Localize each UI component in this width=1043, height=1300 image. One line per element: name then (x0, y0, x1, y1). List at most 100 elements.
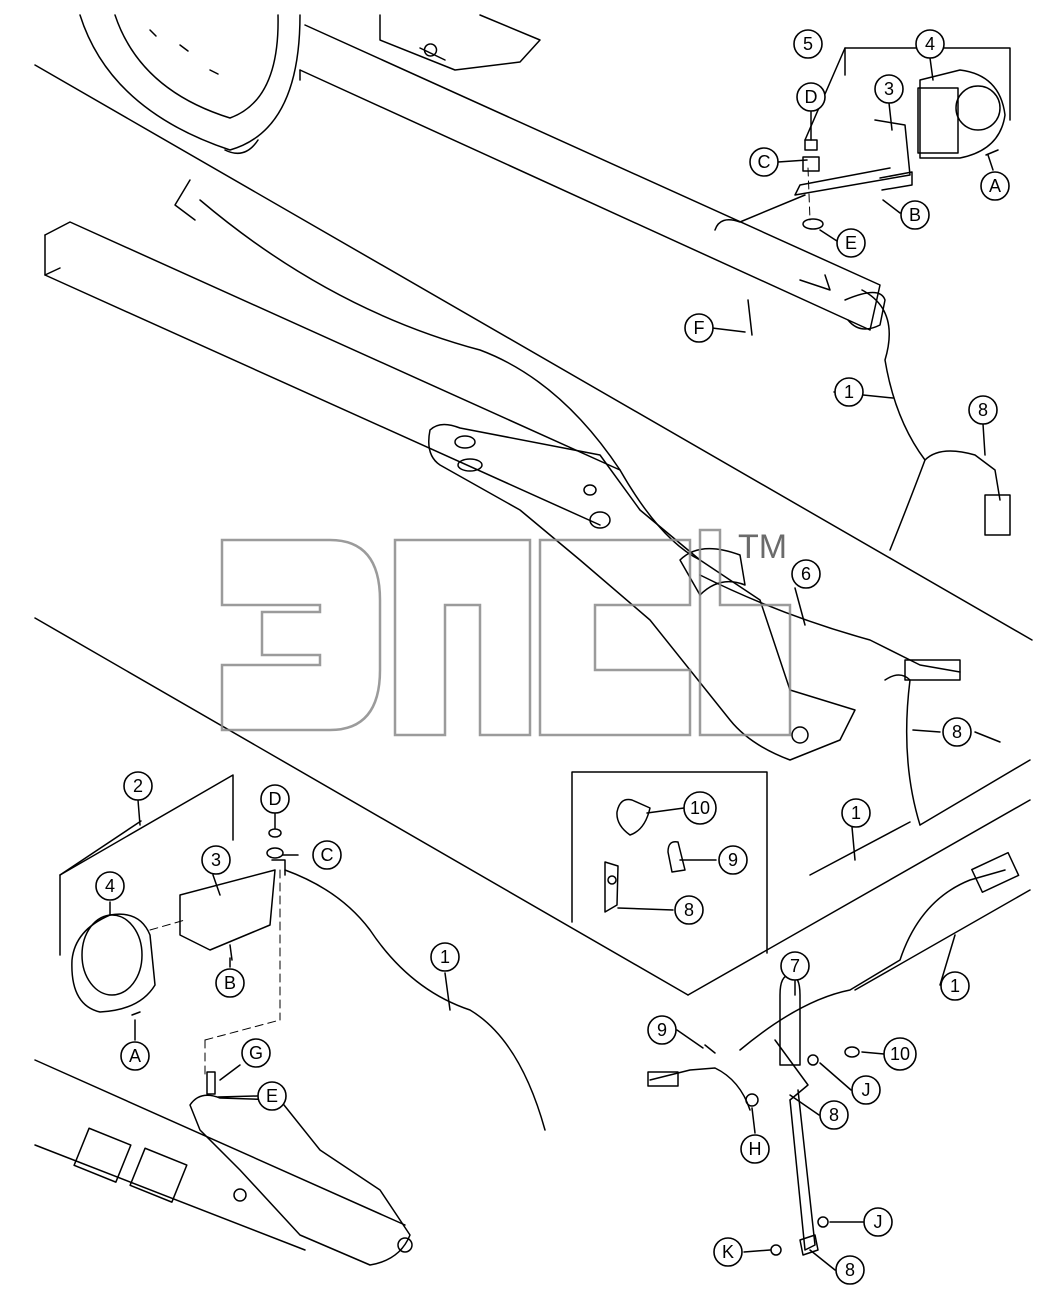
callout-E: E (836, 228, 866, 258)
svg-text:C: C (758, 152, 771, 172)
callout-C: C (749, 147, 779, 177)
svg-text:8: 8 (684, 900, 694, 920)
watermark-letter-2 (393, 538, 532, 737)
svg-text:K: K (722, 1242, 734, 1262)
svg-text:8: 8 (845, 1260, 855, 1280)
callout-1: 1 (430, 942, 460, 972)
svg-text:9: 9 (728, 850, 738, 870)
arm-assembly-drawing (428, 423, 856, 761)
svg-text:J: J (874, 1212, 883, 1232)
svg-text:1: 1 (844, 382, 854, 402)
wire-harness-lower (647, 821, 1031, 1256)
callout-10: 10 (883, 1037, 917, 1071)
watermark-letter-4 (698, 528, 792, 737)
svg-text:3: 3 (211, 850, 221, 870)
callout-C: C (312, 840, 342, 870)
watermark (220, 528, 792, 737)
svg-text:G: G (249, 1043, 263, 1063)
watermark-letter-3 (538, 538, 692, 737)
wire-harness-upper (174, 179, 1031, 826)
svg-text:8: 8 (978, 400, 988, 420)
svg-text:C: C (321, 845, 334, 865)
callout-D: D (260, 784, 290, 814)
callout-8: 8 (968, 395, 998, 425)
callout-2: 2 (123, 771, 153, 801)
inset-box-clips (571, 771, 768, 954)
lamp-assembly-lower (59, 774, 546, 1131)
svg-text:3: 3 (884, 79, 894, 99)
callout-9: 9 (647, 1015, 677, 1045)
svg-text:J: J (862, 1080, 871, 1100)
svg-text:9: 9 (657, 1020, 667, 1040)
dashed-guides (149, 167, 811, 1076)
callout-5: 5 (793, 29, 823, 59)
callout-10: 10 (683, 791, 717, 825)
svg-text:E: E (845, 233, 857, 253)
callout-8: 8 (835, 1255, 865, 1285)
top-mount-pin (419, 43, 446, 61)
callout-1: 1 (834, 377, 864, 407)
svg-text:H: H (749, 1139, 762, 1159)
svg-text:E: E (266, 1086, 278, 1106)
svg-text:8: 8 (952, 722, 962, 742)
svg-text:6: 6 (801, 564, 811, 584)
callout-H: H (740, 1134, 770, 1164)
svg-text:10: 10 (690, 798, 710, 818)
wheel-drawing (79, 14, 301, 155)
callout-7: 7 (780, 951, 810, 981)
callout-J: J (851, 1075, 881, 1105)
callout-F: F (684, 313, 714, 343)
callout-6: 6 (791, 559, 821, 589)
svg-text:4: 4 (105, 876, 115, 896)
callout-A: A (980, 171, 1010, 201)
svg-text:B: B (909, 205, 921, 225)
svg-text:D: D (269, 789, 282, 809)
svg-text:D: D (805, 87, 818, 107)
callout-8: 8 (674, 895, 704, 925)
watermark-trademark: TM (738, 528, 787, 566)
svg-text:5: 5 (803, 34, 813, 54)
svg-text:A: A (989, 176, 1001, 196)
callout-labels: 5 4 3 D C A B E F 1 8 6 8 1 10 9 8 2 D 3… (95, 29, 1010, 1285)
callout-B: B (215, 968, 245, 998)
callout-4: 4 (95, 871, 125, 901)
svg-text:F: F (694, 318, 705, 338)
section-divider-right (687, 799, 1031, 996)
top-mount-plate (379, 14, 541, 71)
callout-1: 1 (841, 798, 871, 828)
clip-parts-drawing (604, 798, 686, 913)
callout-J: J (863, 1207, 893, 1237)
callout-A: A (120, 1041, 150, 1071)
lower-frame-drawing (34, 1059, 413, 1266)
callout-G: G (241, 1038, 271, 1068)
callout-1: 1 (940, 971, 970, 1001)
upper-beam-drawing (299, 24, 886, 331)
callout-3: 3 (201, 845, 231, 875)
svg-text:1: 1 (950, 976, 960, 996)
section-divider-lower (34, 617, 689, 996)
callout-K: K (713, 1237, 743, 1267)
svg-text:1: 1 (851, 803, 861, 823)
watermark-letter-1 (220, 538, 382, 732)
callout-D: D (796, 82, 826, 112)
leader-lines (59, 57, 1001, 1271)
callout-B: B (900, 200, 930, 230)
svg-text:1: 1 (440, 947, 450, 967)
callout-3: 3 (874, 74, 904, 104)
callout-4: 4 (915, 29, 945, 59)
svg-text:2: 2 (133, 776, 143, 796)
svg-text:7: 7 (790, 956, 800, 976)
callout-E: E (257, 1081, 287, 1111)
svg-text:B: B (224, 973, 236, 993)
svg-text:4: 4 (925, 34, 935, 54)
svg-text:10: 10 (890, 1044, 910, 1064)
lamp-assembly-upper (714, 47, 1011, 336)
callout-9: 9 (718, 845, 748, 875)
callout-8: 8 (942, 717, 972, 747)
middle-beam-drawing (44, 221, 621, 526)
callout-8: 8 (819, 1100, 849, 1130)
svg-text:A: A (129, 1046, 141, 1066)
svg-text:8: 8 (829, 1105, 839, 1125)
